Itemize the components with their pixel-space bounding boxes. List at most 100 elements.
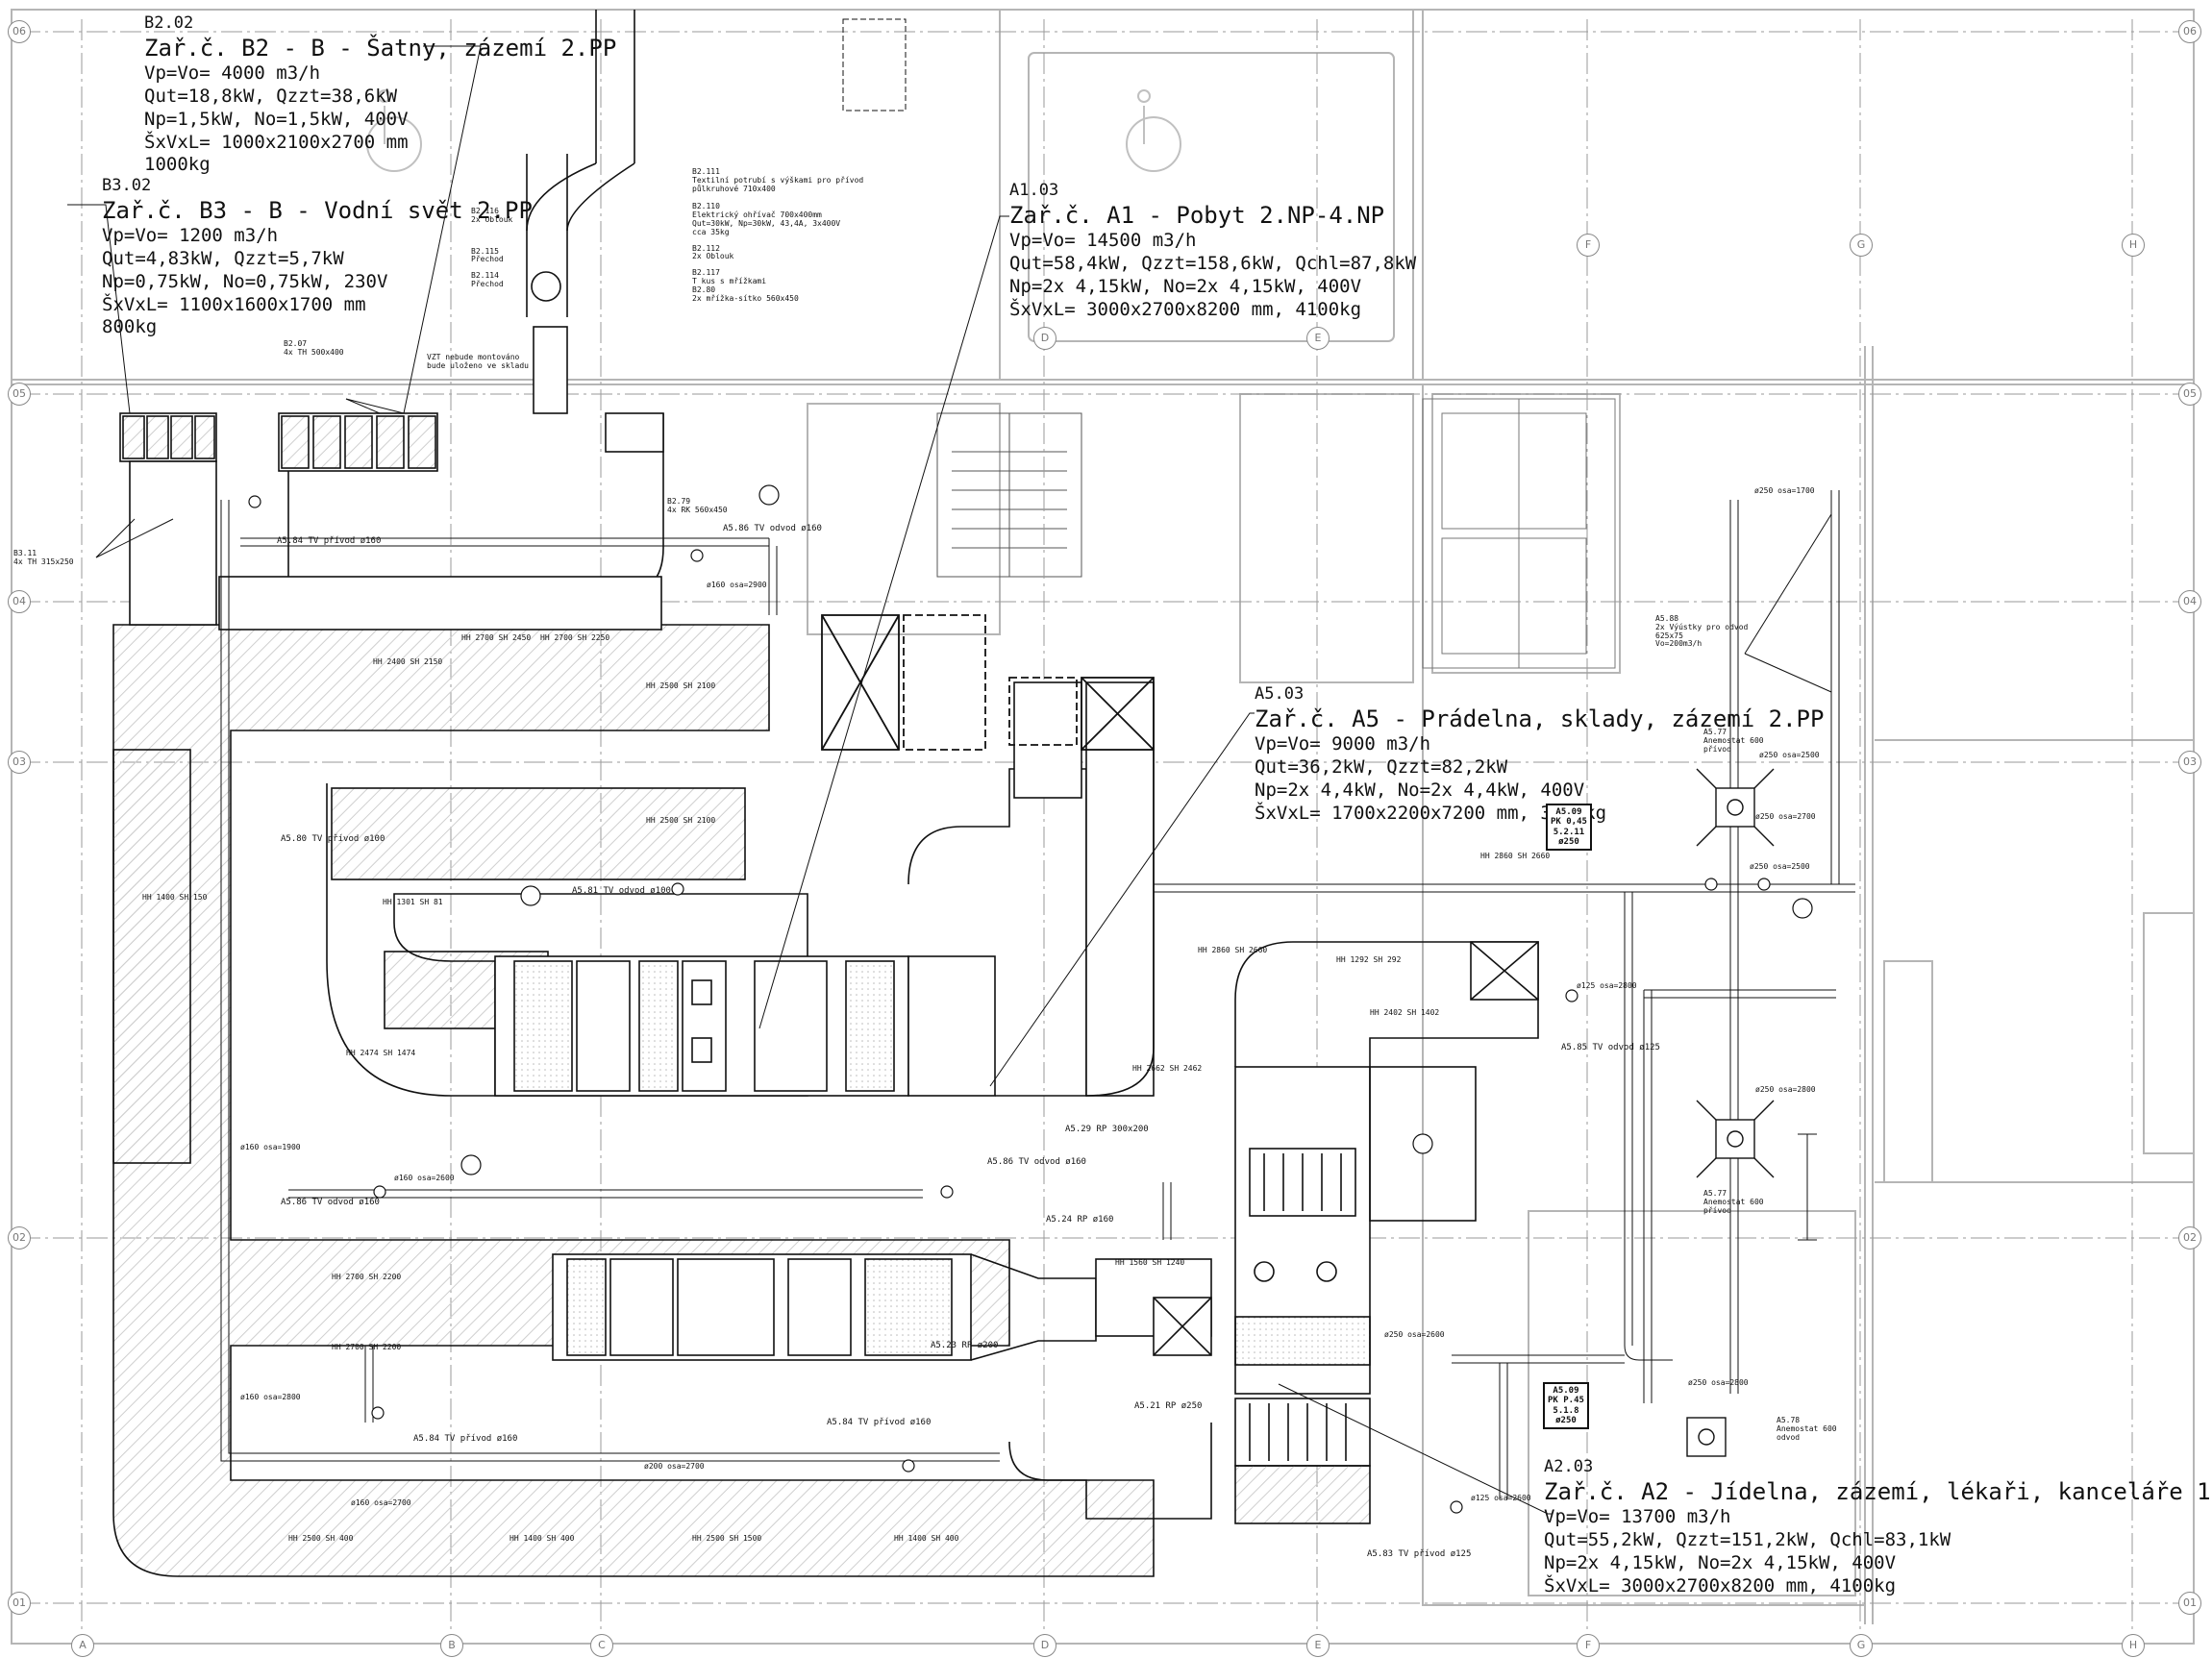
axis-row-marker: 03 <box>2178 751 2201 774</box>
room-height-label: HH 2400 SH 2150 <box>373 657 443 666</box>
pipe-size-label: ø200 osa=2700 <box>644 1462 705 1471</box>
a2-unit <box>552 1253 1212 1520</box>
axis-row-marker: 01 <box>2178 1592 2201 1615</box>
pipe-size-label: ø160 osa=2700 <box>351 1498 411 1507</box>
axis-column-marker: C <box>590 1634 613 1657</box>
unit-param: Np=2x 4,4kW, No=2x 4,4kW, 400V <box>1255 779 1585 801</box>
room-height-label: HH 1301 SH 81 <box>383 898 443 906</box>
room-height-label: HH 1400 SH 400 <box>510 1534 575 1543</box>
unit-param: Qut=58,4kW, Qzzt=158,6kW, Qchl=87,8kW <box>1009 253 1417 274</box>
room-height-label: HH 2860 SH 2660 <box>1480 852 1551 860</box>
pipe-size-label: ø125 osa=2800 <box>1577 981 1637 990</box>
unit-param: Vp=Vo= 14500 m3/h <box>1009 230 1197 252</box>
axis-column-marker: G <box>1850 1634 1873 1657</box>
unit-param: ŠxVxL= 1700x2200x7200 mm, 3000kg <box>1255 802 1607 824</box>
unit-a2-label: A2.03 Zař.č. A2 - Jídelna, zázemí, lékař… <box>1544 1457 2212 1597</box>
a5-unit <box>1234 941 1539 1524</box>
unit-param: ŠxVxL= 3000x2700x8200 mm, 4100kg <box>1544 1574 1897 1596</box>
unit-code: A5.03 <box>1255 684 1305 704</box>
axis-row-marker: 05 <box>8 383 31 406</box>
room-height-label: HH 2500 SH 400 <box>288 1534 354 1543</box>
axis-column-marker: A <box>71 1634 94 1657</box>
terminal-label: A5.83 TV přívod ø125 <box>1367 1549 1472 1559</box>
unit-param: 800kg <box>102 316 158 338</box>
room-height-label: HH 1400 SH 400 <box>894 1534 959 1543</box>
a1-unit <box>326 681 1155 1097</box>
axis-column-marker: F <box>1577 234 1600 257</box>
pipe-size-label: ø160 osa=2900 <box>707 581 767 589</box>
unit-a5-label: A5.03 Zař.č. A5 - Prádelna, sklady, záze… <box>1255 684 1824 825</box>
pipe-size-label: ø250 osa=2800 <box>1688 1378 1749 1387</box>
unit-param: Np=1,5kW, No=1,5kW, 400V <box>144 108 409 130</box>
unit-param: Qut=36,2kW, Qzzt=82,2kW <box>1255 756 1508 778</box>
unit-title: Zař.č. A1 - Pobyt 2.NP-4.NP <box>1009 202 1385 230</box>
unit-param: Qut=55,2kW, Qzzt=151,2kW, Qchl=83,1kW <box>1544 1529 1951 1550</box>
terminal-label: A5.81 TV odvod ø100 <box>572 886 671 896</box>
unit-param: Qut=4,83kW, Qzzt=5,7kW <box>102 248 344 269</box>
dimension-lines <box>1798 1133 1817 1241</box>
anemostat-diffusers <box>1686 768 1775 1457</box>
room-height-label: HH 2474 SH 1474 <box>346 1049 416 1057</box>
room-height-label: HH 2500 SH 1500 <box>692 1534 762 1543</box>
pipe-size-label: ø250 osa=2600 <box>1384 1330 1445 1339</box>
upper-room-outline <box>842 18 907 111</box>
terminal-label: A5.86 TV odvod ø160 <box>281 1198 380 1207</box>
pipe-size-label: ø125 osa=2600 <box>1471 1494 1531 1502</box>
unit-param: Qut=18,8kW, Qzzt=38,6kW <box>144 86 398 107</box>
axis-row-marker: 02 <box>8 1226 31 1250</box>
axis-column-marker: H <box>2122 1634 2145 1657</box>
unit-code: B3.02 <box>102 176 152 195</box>
terminal-label: A5.84 TV přívod ø160 <box>413 1434 518 1444</box>
axis-column-marker: E <box>1306 327 1330 350</box>
terminal-label: A5.23 RP ø200 <box>931 1341 999 1350</box>
axis-row-marker: 01 <box>8 1592 31 1615</box>
unit-param: ŠxVxL= 1000x2100x2700 mm <box>144 131 409 153</box>
room-height-label: HH 1560 SH 1240 <box>1115 1258 1185 1267</box>
axis-row-marker: 06 <box>8 20 31 43</box>
axis-row-marker: 05 <box>2178 383 2201 406</box>
unit-param: Vp=Vo= 13700 m3/h <box>1544 1506 1731 1528</box>
unit-title: Zař.č. A5 - Prádelna, sklady, zázemí 2.P… <box>1255 705 1825 733</box>
axis-row-marker: 02 <box>2178 1226 2201 1250</box>
building-walls <box>11 9 2195 1645</box>
unit-code: A1.03 <box>1009 181 1059 200</box>
unit-param: Vp=Vo= 4000 m3/h <box>144 62 321 85</box>
room-height-label: HH 1400 SH 150 <box>142 893 208 902</box>
terminal-label: A5.84 TV přívod ø160 <box>277 536 382 546</box>
unit-param: Np=0,75kW, No=0,75kW, 230V <box>102 270 388 292</box>
wheelchair-icon <box>366 89 1181 172</box>
unit-b3-label: B3.02 Zař.č. B3 - B - Vodní svět 2.PP Vp… <box>102 176 533 339</box>
pipe-size-label: ø160 osa=1900 <box>240 1143 301 1151</box>
pipe-size-label: ø250 osa=1700 <box>1754 486 1815 495</box>
plant-room-ducts <box>112 624 1155 1577</box>
unit-param: Np=2x 4,15kW, No=2x 4,15kW, 400V <box>1544 1551 1897 1573</box>
unit-b2-label: B2.02 Zař.č. B2 - B - Šatny, zázemí 2.PP… <box>144 13 616 177</box>
a1-riser <box>821 614 1155 751</box>
shafts <box>1422 398 1616 669</box>
pipe-size-label: ø250 osa=2800 <box>1755 1085 1816 1094</box>
unit-code: A2.03 <box>1544 1457 1594 1476</box>
room-height-label: HH 2700 SH 2250 <box>540 633 610 642</box>
room-height-label: HH 2700 SH 2200 <box>332 1343 402 1351</box>
axis-row-marker: 03 <box>8 751 31 774</box>
terminal-label: A5.86 TV odvod ø160 <box>987 1157 1086 1167</box>
unit-a1-label: A1.03 Zař.č. A1 - Pobyt 2.NP-4.NP Vp=Vo=… <box>1009 181 1416 321</box>
room-height-label: HH 2500 SH 2100 <box>646 816 716 825</box>
terminal-label: A5.85 TV odvod ø125 <box>1561 1043 1660 1052</box>
terminal-label: A5.80 TV přívod ø100 <box>281 834 385 844</box>
axis-row-marker: 04 <box>2178 590 2201 613</box>
room-height-label: HH 2700 SH 2200 <box>332 1273 402 1281</box>
b-units <box>119 10 664 631</box>
unit-param: ŠxVxL= 3000x2700x8200 mm, 4100kg <box>1009 298 1362 320</box>
unit-title: Zař.č. B2 - B - Šatny, zázemí 2.PP <box>144 35 617 62</box>
terminal-label: A5.84 TV přívod ø160 <box>827 1418 932 1427</box>
